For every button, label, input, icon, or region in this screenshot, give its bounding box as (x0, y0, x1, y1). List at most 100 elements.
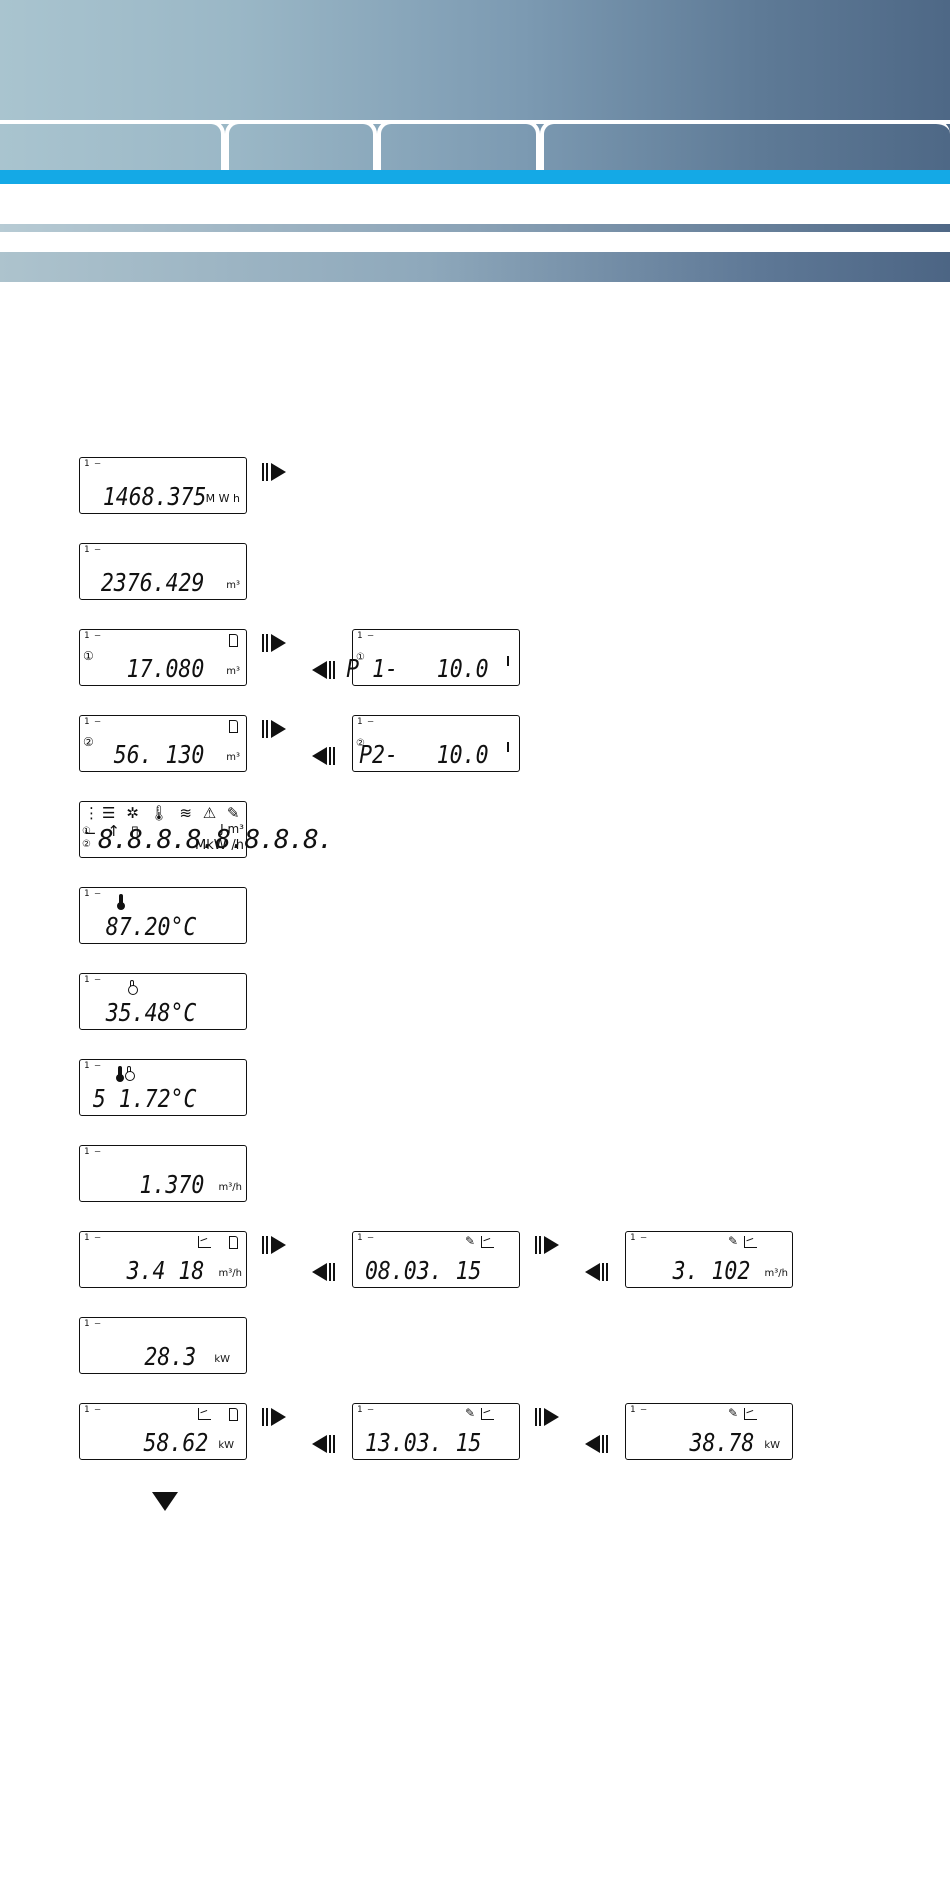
history-book-icon: ✎ (728, 1234, 739, 1248)
max-power-unit: kW (218, 1440, 234, 1451)
down-arrow-icon (152, 1492, 178, 1511)
thermometer-cold-icon (125, 1066, 135, 1081)
lcd-power: 1 — 28.3 kW (79, 1317, 247, 1374)
back-arrow-icon (585, 1263, 611, 1281)
channel-1-icon: ① (356, 652, 365, 663)
max-chart-icon (744, 1408, 757, 1420)
loop-indicator: 1 — (357, 1233, 374, 1243)
header-tab-3 (377, 120, 540, 170)
lcd-pulse-input-1: 1 — ① 17.080 m³ (79, 629, 247, 686)
header-tab-2 (225, 120, 377, 170)
loop-indicator: 1 — (84, 1319, 101, 1329)
loop-indicator: 1 — (84, 1061, 101, 1071)
flow-temperature-value: 87.20°C (105, 912, 196, 941)
header-white-gap (0, 184, 950, 224)
forward-arrow-icon (262, 1408, 288, 1426)
segment-unit-prefix: MkW (195, 838, 227, 853)
volume-unit: m³ (226, 580, 240, 591)
pulse1-value: 17.080 (126, 654, 204, 683)
energy-unit: M W h (205, 492, 240, 505)
max-power-previous-unit: kW (764, 1440, 780, 1451)
max-chart-icon (744, 1236, 757, 1248)
document-icon (229, 634, 238, 647)
back-arrow-icon (312, 1435, 338, 1453)
history-book-icon: ✎ (465, 1406, 476, 1420)
forward-arrow-icon (262, 720, 288, 738)
back-arrow-icon (312, 661, 338, 679)
forward-arrow-icon (262, 1236, 288, 1254)
back-arrow-icon (585, 1435, 611, 1453)
segment-digits: 8.8.8.8.8.8.8.8. (98, 825, 333, 855)
pulse2-config-value: P2- 10.0 (359, 740, 489, 769)
header-tabs (0, 120, 950, 170)
segment-unit-bottom: /h (231, 838, 244, 853)
lcd-max-flow-date: 1 — ✎ 08.03. 15 (352, 1231, 520, 1288)
flow-rate-value: 1.370 (139, 1170, 204, 1199)
litre-marker (507, 656, 509, 666)
lcd-max-flow-previous: 1 — ✎ 3. 102 m³/h (625, 1231, 793, 1288)
loop-indicator: 1 — (630, 1233, 647, 1243)
history-book-icon: ✎ (728, 1406, 739, 1420)
temperature-difference-value: 5 1.72°C (92, 1084, 196, 1113)
loop-indicator: 1 — (84, 631, 101, 641)
lcd-segment-test: ⋮☰ ✲ 🌡 ≋ ⚠ ✎ ⌙ ↑ ▯ ① ② 8.8.8.8.8.8.8.8. … (79, 801, 333, 858)
back-arrow-icon (312, 1263, 338, 1281)
max-flow-previous-unit: m³/h (764, 1268, 788, 1279)
lcd-volume: 1 — 2376.429 m³ (79, 543, 247, 600)
header-tab-4 (540, 120, 950, 170)
max-flow-unit: m³/h (218, 1268, 242, 1279)
max-power-date-value: 13.03. 15 (364, 1428, 481, 1457)
forward-arrow-icon (262, 463, 288, 481)
max-flow-date-value: 08.03. 15 (364, 1256, 481, 1285)
lcd-flow-temperature: 1 — 87.20°C (79, 887, 247, 944)
lcd-max-power: 1 — 58.62 kW (79, 1403, 247, 1460)
header-thin-stripe (0, 224, 950, 232)
pulse1-unit: m³ (226, 666, 240, 677)
lcd-pulse-input-2-config: 1 — ② P2- 10.0 (352, 715, 520, 772)
max-power-previous-value: 38.78 (689, 1428, 754, 1457)
document-icon (229, 1408, 238, 1421)
max-chart-icon (198, 1408, 211, 1420)
channel-1-icon: ① (82, 826, 91, 837)
loop-indicator: 1 — (84, 545, 101, 555)
max-chart-icon (481, 1236, 494, 1248)
thermometer-hot-icon (117, 894, 125, 910)
max-chart-icon (481, 1408, 494, 1420)
header-blue-stripe (0, 170, 950, 184)
document-icon (229, 720, 238, 733)
volume-value: 2376.429 (100, 568, 204, 597)
lcd-pulse-input-2: 1 — ② 56. 130 m³ (79, 715, 247, 772)
thermometer-cold-icon (128, 980, 138, 995)
lcd-return-temperature: 1 — 35.48°C (79, 973, 247, 1030)
channel-1-icon: ① (83, 649, 94, 663)
pulse2-value: 56. 130 (113, 740, 204, 769)
channel-2-icon: ② (356, 738, 365, 749)
loop-indicator: 1 — (357, 1405, 374, 1415)
loop-indicator: 1 — (357, 717, 374, 727)
lcd-temperature-difference: 1 — 5 1.72°C (79, 1059, 247, 1116)
pulse1-config-value: P 1- 10.0 (346, 654, 489, 683)
thermometer-hot-icon (116, 1066, 124, 1082)
pulse2-unit: m³ (226, 752, 240, 763)
header-tab-1 (0, 120, 225, 170)
power-value: 28.3 (144, 1342, 196, 1371)
loop-indicator: 1 — (84, 1233, 101, 1243)
loop-indicator: 1 — (84, 889, 101, 899)
loop-indicator: 1 — (84, 1147, 101, 1157)
litre-marker (507, 742, 509, 752)
channel-2-icon: ② (83, 735, 94, 749)
channel-2-icon: ② (82, 839, 91, 850)
loop-indicator: 1 — (84, 975, 101, 985)
history-book-icon: ✎ (465, 1234, 476, 1248)
max-flow-value: 3.4 18 (126, 1256, 204, 1285)
max-chart-icon (198, 1236, 211, 1248)
header-banner (0, 0, 950, 170)
lcd-flow-rate: 1 — 1.370 m³/h (79, 1145, 247, 1202)
max-power-value: 58.62 (143, 1428, 208, 1457)
segment-unit-top: J m³ (220, 822, 244, 836)
loop-indicator: 1 — (630, 1405, 647, 1415)
loop-indicator: 1 — (84, 1405, 101, 1415)
forward-arrow-icon (535, 1408, 561, 1426)
lcd-pulse-input-1-config: 1 — ① P 1- 10.0 (347, 629, 520, 686)
flow-rate-unit: m³/h (218, 1182, 242, 1193)
